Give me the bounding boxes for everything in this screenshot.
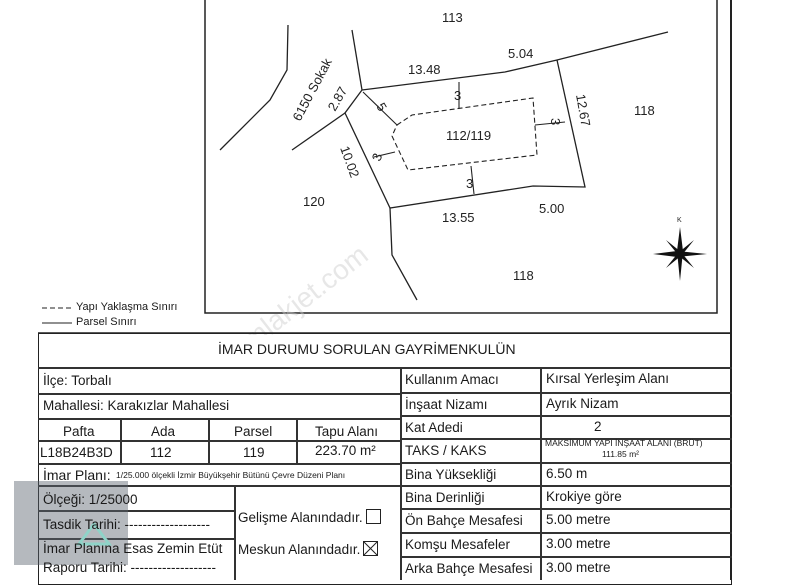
dim-10-02: 10.02 (337, 144, 362, 180)
row-label: TAKS / KAKS (405, 443, 487, 458)
setback-5: 5 (373, 100, 390, 114)
row-value: 5.00 metre (546, 512, 611, 527)
setback-3-right: 3 (548, 118, 563, 125)
row-label: Kullanım Amacı (405, 372, 499, 387)
row-value: Kırsal Yerleşim Alanı (546, 371, 670, 386)
page-margin (738, 0, 793, 580)
row-value: MAKSİMUM YAPI İNŞAAT ALANI (BRÜT) (545, 438, 703, 448)
legend-parcel: Parsel Sınırı (76, 316, 137, 328)
header-ada: Ada (151, 424, 176, 439)
parcel-120: 120 (303, 194, 325, 209)
dim-2-87: 2.87 (325, 84, 351, 113)
header-pafta: Pafta (63, 424, 95, 439)
page-edge (730, 0, 732, 580)
setback-3-bottom: 3 (466, 176, 473, 191)
approval-date: Tasdik Tarihi: ------------------- (43, 517, 210, 532)
row-value: Ayrık Nizam (546, 396, 619, 411)
site-plan-map: 113 118 118 120 112/119 6150 Sokak 13.48… (38, 0, 731, 335)
dim-12-67: 12.67 (573, 93, 593, 128)
row-value: 2 (594, 419, 602, 434)
dim-13-55: 13.55 (442, 210, 475, 225)
parcel-118-south: 118 (513, 268, 534, 283)
map-frame (204, 0, 718, 314)
logo-icon (76, 521, 112, 546)
row-label: İnşaat Nizamı (405, 397, 488, 412)
parcel-id: 112/119 (446, 128, 491, 143)
parcel-113: 113 (442, 10, 463, 25)
row-label: Kat Adedi (405, 420, 463, 435)
row-value: 3.00 metre (546, 560, 611, 575)
table-title: İMAR DURUMU SORULAN GAYRİMENKULÜN (218, 341, 516, 357)
building-approach-line (391, 97, 538, 171)
value-tapu-alani: 223.70 m² (315, 443, 376, 458)
row-value: 6.50 m (546, 466, 588, 481)
parcel-118-east: 118 (634, 103, 655, 118)
settled-area: Meskun Alanındadır. (238, 541, 379, 557)
value-parsel: 119 (243, 445, 265, 460)
header-tapu-alani: Tapu Alanı (315, 424, 379, 439)
header-parsel: Parsel (234, 424, 273, 439)
soil-survey-label: İmar Planına Esas Zemin Etüt (43, 541, 223, 556)
development-area-checkbox[interactable] (365, 509, 381, 524)
logo-overlay (14, 481, 128, 565)
imar-plani-value: 1/25.000 ölçekli İzmir Büyükşehir Bütünü… (116, 470, 346, 480)
row-value: Krokiye göre (546, 489, 622, 504)
value-ada: 112 (150, 445, 172, 460)
legend-approach: Yapı Yaklaşma Sınırı (76, 301, 178, 313)
row-value-2: 111.85 m² (602, 449, 640, 459)
row-label: Arka Bahçe Mesafesi (405, 561, 533, 576)
compass-label: K (677, 217, 682, 224)
watermark: emlakjet.com (225, 239, 374, 335)
setback-3-top: 3 (454, 88, 461, 103)
district: İlçe: Torbalı (43, 373, 112, 388)
row-label: Komşu Mesafeler (405, 537, 511, 552)
street-name: 6150 Sokak (289, 55, 335, 123)
soil-survey-date: Raporu Tarihi: ------------------- (43, 560, 216, 575)
dim-5-00: 5.00 (539, 201, 564, 216)
imar-plani-label: İmar Planı: (43, 467, 111, 483)
row-label: Bina Derinliği (405, 490, 485, 505)
compass-icon (653, 227, 707, 281)
dim-5-04: 5.04 (508, 46, 533, 61)
parcel-boundary (219, 24, 669, 301)
row-value: 3.00 metre (546, 536, 611, 551)
dim-13-48: 13.48 (408, 62, 441, 77)
neighborhood: Mahallesi: Karakızlar Mahallesi (43, 398, 230, 413)
value-pafta: L18B24B3D (40, 445, 113, 460)
development-area: Gelişme Alanındadır. (238, 509, 381, 525)
setback-marks (362, 82, 566, 195)
scale: Ölçeği: 1/25000 (43, 492, 138, 507)
setback-3-left: 3 (369, 151, 386, 163)
row-label: Ön Bahçe Mesafesi (405, 513, 523, 528)
row-label: Bina Yüksekliği (405, 467, 497, 482)
settled-area-checkbox[interactable] (363, 541, 379, 556)
